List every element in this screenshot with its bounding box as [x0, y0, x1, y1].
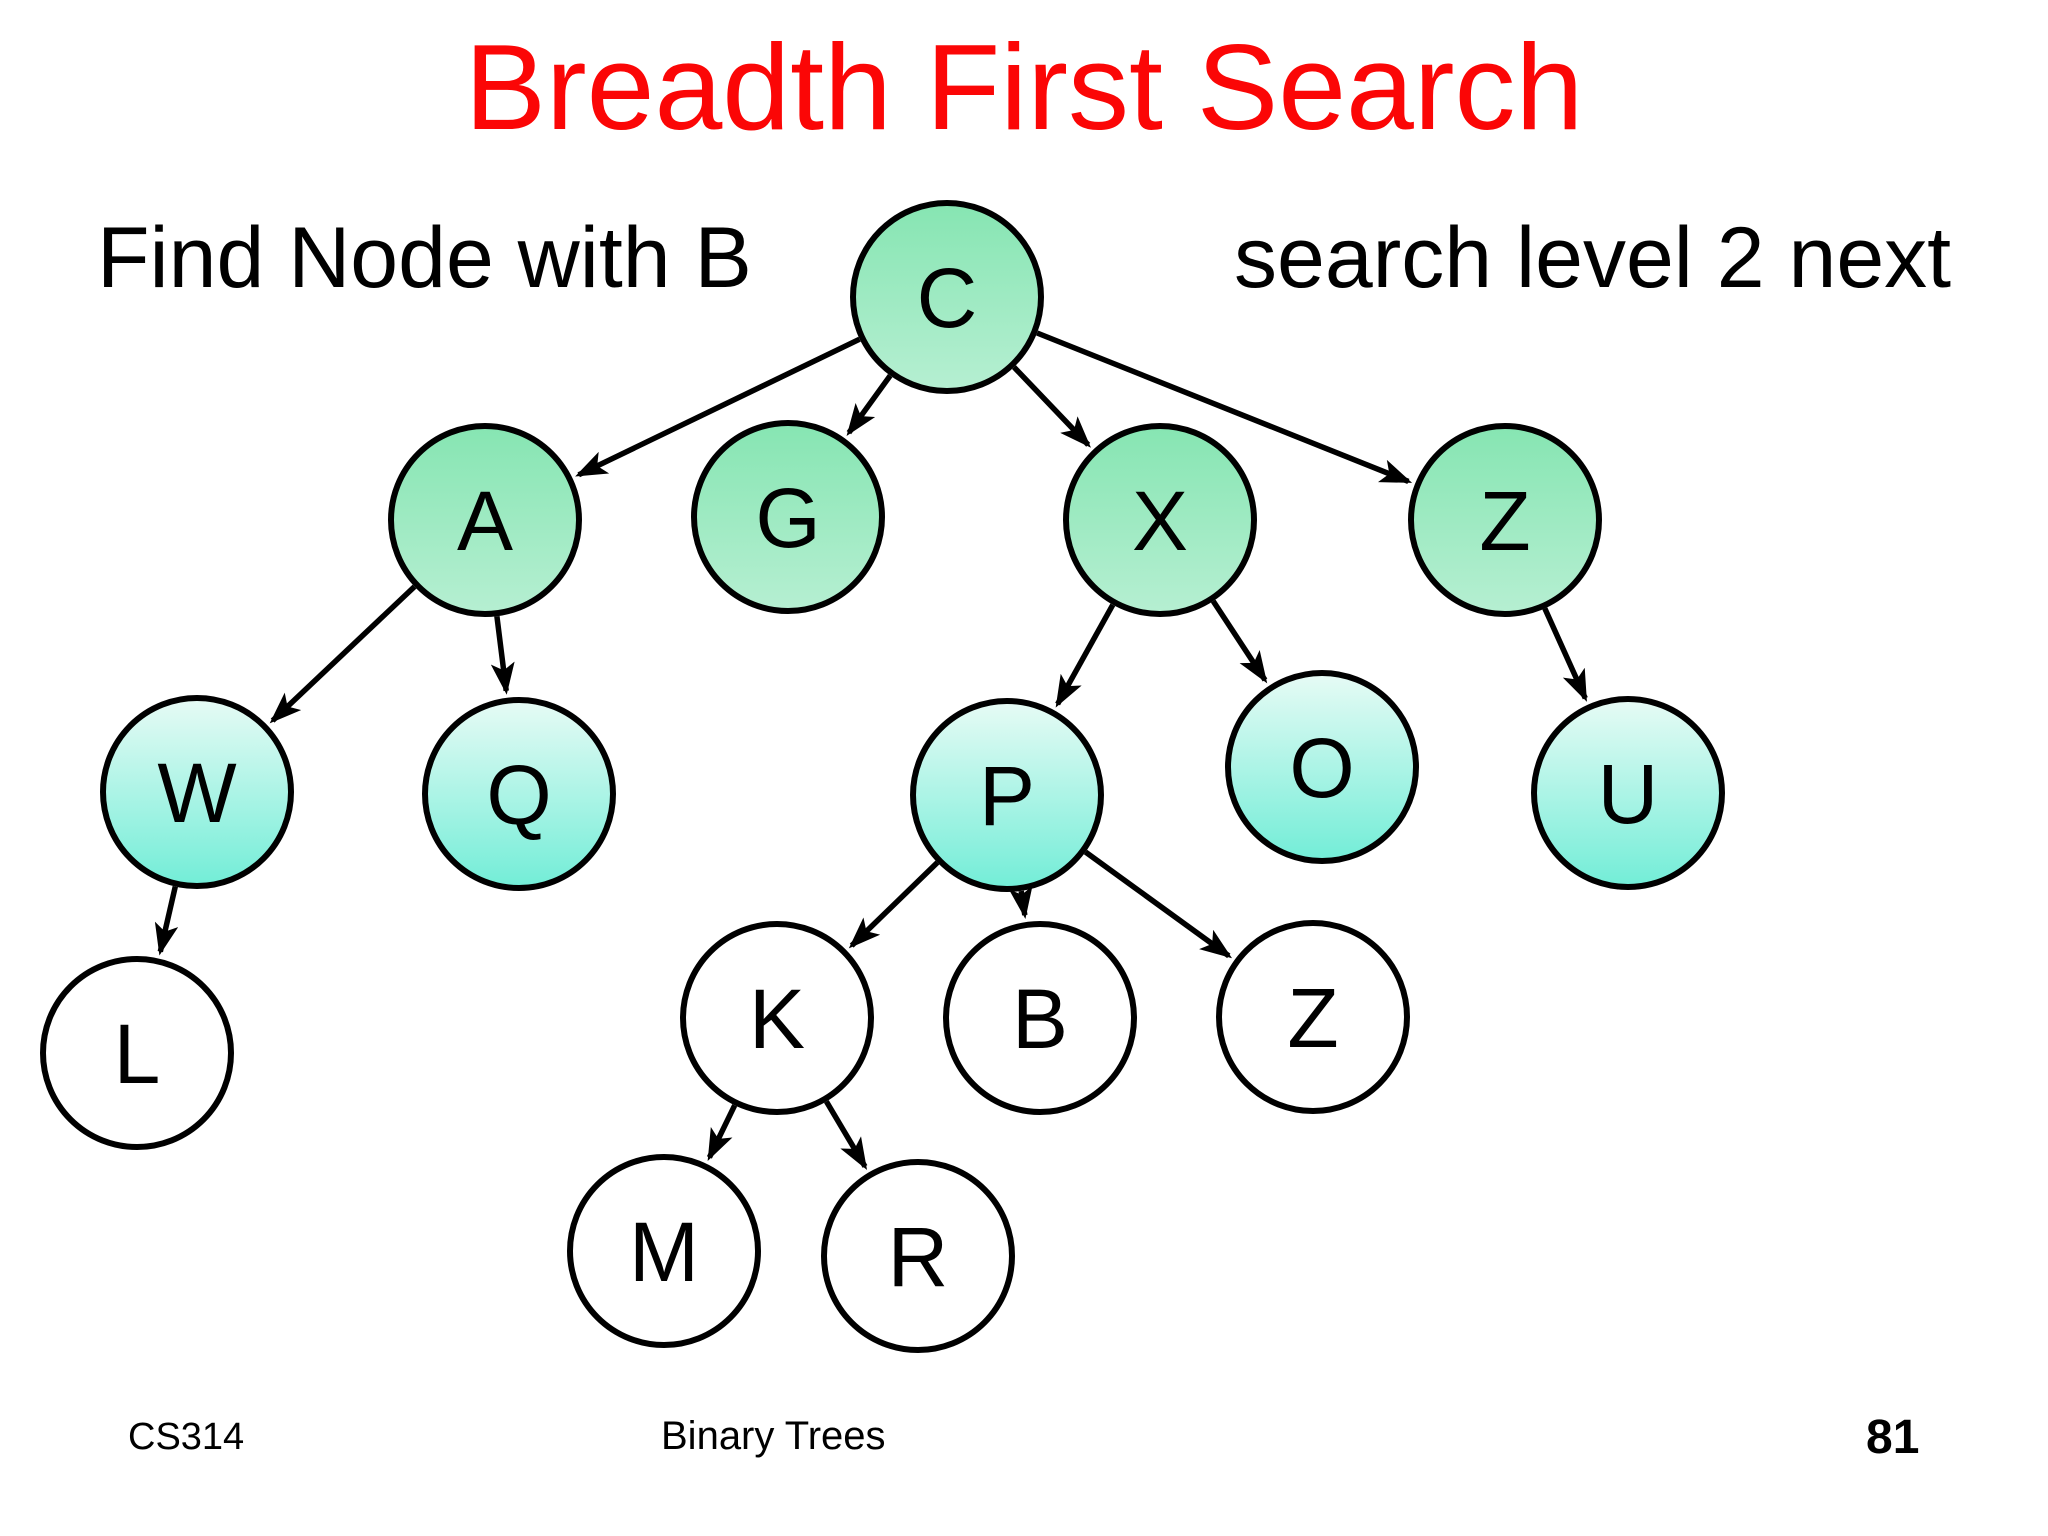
edge-C-X — [1012, 365, 1091, 448]
node-circle-Q — [422, 697, 616, 891]
node-label-C: C — [917, 251, 978, 345]
slide-title: Breadth First Search — [464, 19, 1584, 155]
node-label-L: L — [114, 1007, 161, 1101]
tree-node-P: P — [910, 698, 1104, 892]
edge-W-L — [154, 885, 179, 956]
tree-node-U: U — [1531, 696, 1725, 890]
node-circle-R — [821, 1159, 1015, 1353]
note-search-level: search level 2 next — [1234, 210, 1952, 306]
footer-page-number: 81 — [1866, 1411, 1920, 1464]
tree-node-O: O — [1225, 670, 1419, 864]
tree-node-Q: Q — [422, 697, 616, 891]
edge-K-M — [706, 1104, 738, 1161]
node-label-M: M — [629, 1205, 699, 1299]
node-label-Q: Q — [486, 748, 551, 842]
note-find-node: Find Node with B — [97, 210, 752, 306]
tree-node-W: W — [100, 695, 294, 889]
node-circle-W — [100, 695, 294, 889]
node-label-B: B — [1012, 972, 1068, 1066]
node-circle-O — [1225, 670, 1419, 864]
node-label-P: P — [979, 749, 1035, 843]
edge-P-B — [1008, 885, 1033, 920]
footer-course: CS314 — [128, 1416, 245, 1458]
tree-node-G: G — [691, 420, 885, 614]
edge-X-O — [1210, 599, 1268, 684]
edge-A-W — [269, 584, 417, 724]
node-label-K: K — [749, 972, 805, 1066]
node-circle-K — [680, 921, 874, 1115]
node-circle-G — [691, 420, 885, 614]
footer-deck-title: Binary Trees — [661, 1414, 886, 1458]
tree-node-Z2: Z — [1216, 920, 1410, 1114]
edge-C-A — [575, 336, 861, 478]
edge-A-Q — [490, 615, 515, 695]
tree-node-A: A — [388, 423, 582, 617]
edge-C-G — [846, 373, 893, 436]
edge-Z-U — [1542, 607, 1588, 702]
edge-K-R — [824, 1100, 868, 1170]
node-label-X: X — [1132, 474, 1188, 568]
node-circle-U — [1531, 696, 1725, 890]
node-circle-M — [567, 1154, 761, 1348]
node-circle-Z2 — [1216, 920, 1410, 1114]
node-label-R: R — [888, 1210, 949, 1304]
node-label-O: O — [1289, 721, 1354, 815]
tree-node-L: L — [40, 956, 234, 1150]
tree-node-C: C — [850, 200, 1044, 394]
node-label-W: W — [157, 746, 236, 840]
node-circle-C — [850, 200, 1044, 394]
edge-P-Z2 — [1083, 849, 1233, 959]
node-circle-L — [40, 956, 234, 1150]
tree-node-K: K — [680, 921, 874, 1115]
node-label-Z: Z — [1479, 474, 1530, 568]
tree-node-M: M — [567, 1154, 761, 1348]
node-label-U: U — [1598, 747, 1659, 841]
node-circle-P — [910, 698, 1104, 892]
tree-node-B: B — [943, 921, 1137, 1115]
node-circle-A — [388, 423, 582, 617]
tree-node-R: R — [821, 1159, 1015, 1353]
node-circle-Z — [1408, 423, 1602, 617]
edge-X-P — [1055, 603, 1116, 708]
tree-node-Z: Z — [1408, 423, 1602, 617]
node-circle-B — [943, 921, 1137, 1115]
tree-node-X: X — [1063, 423, 1257, 617]
edge-P-K — [848, 860, 940, 949]
node-circle-X — [1063, 423, 1257, 617]
node-label-G: G — [755, 471, 820, 565]
node-label-Z2: Z — [1287, 971, 1338, 1065]
node-label-A: A — [457, 474, 513, 568]
edge-C-Z — [1036, 330, 1413, 484]
